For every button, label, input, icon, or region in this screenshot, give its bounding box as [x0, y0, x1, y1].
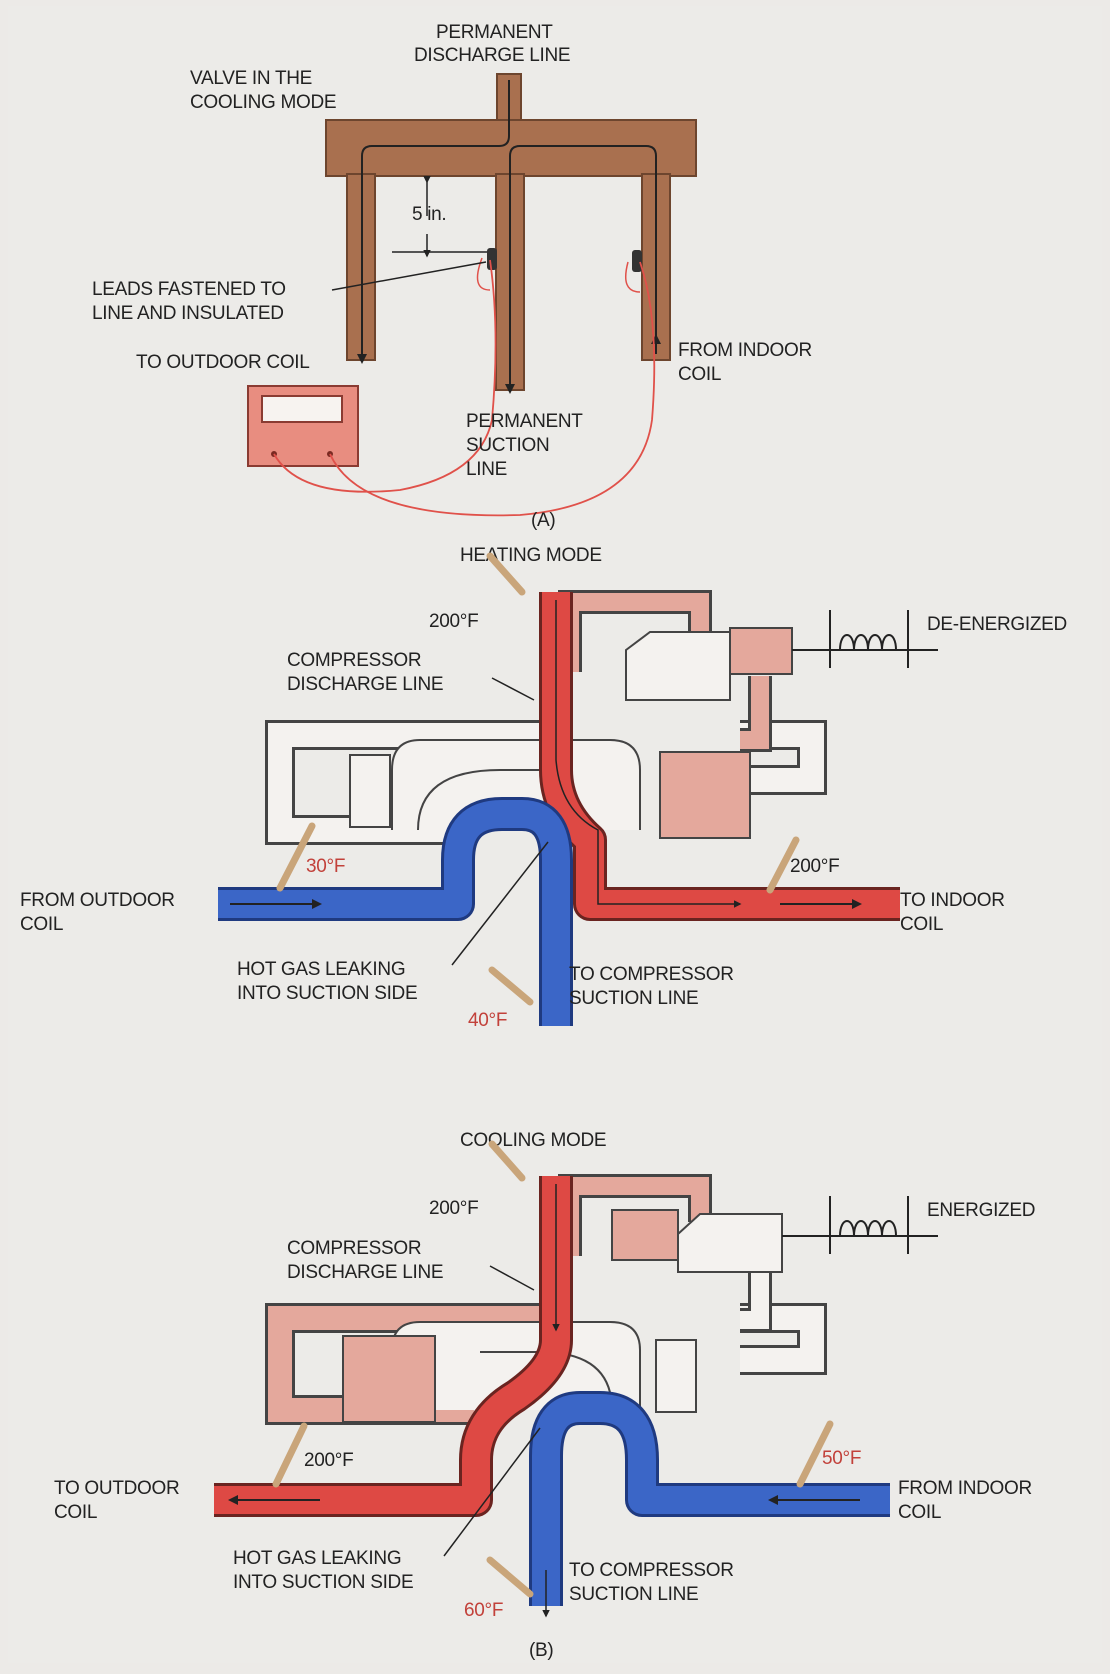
from-outdoor-coil-label-2: COIL: [20, 914, 63, 935]
distance-label: 5 in.: [412, 204, 446, 225]
piston-right: [659, 751, 751, 839]
solenoid-plunger: [611, 1209, 679, 1261]
from-indoor-coil-label-1: FROM INDOOR: [898, 1478, 1032, 1499]
heating-discharge-label-2: DISCHARGE LINE: [287, 674, 443, 695]
cooling-suction-label-1: TO COMPRESSOR: [569, 1560, 734, 1581]
piston-left: [342, 1335, 436, 1423]
heating-outdoor-temp: 30°F: [306, 856, 345, 877]
thermometer-icon: [766, 836, 800, 894]
suction-line-label-1: PERMANENT: [466, 411, 583, 432]
thermometer-icon: [488, 1140, 526, 1182]
flow-arrow-outdoor: [357, 80, 510, 364]
suction-line-label-2: SUCTION: [466, 435, 549, 456]
heating-indoor-temp: 200°F: [790, 856, 839, 877]
cooling-leak-label-1: HOT GAS LEAKING: [233, 1548, 401, 1569]
hot-gas-path-fill: [214, 1176, 570, 1514]
pilot-tube-outer-fill: [268, 723, 540, 842]
hot-gas-path-fill: [542, 592, 900, 918]
cooling-suction-label-2: SUCTION LINE: [569, 1584, 698, 1605]
cooling-discharge-label-1: COMPRESSOR: [287, 1238, 421, 1259]
pilot-tube-right-fill: [740, 723, 824, 792]
discharge-line-label-1: PERMANENT: [436, 22, 553, 43]
heating-suction-label-2: SUCTION LINE: [569, 988, 698, 1009]
diagram-a: 5 in. PERMANENT DISCHARGE LINE VALVE IN …: [92, 22, 812, 531]
leads-label-1: LEADS FASTENED TO: [92, 279, 286, 300]
pilot-drop-pink-fill: [740, 676, 769, 749]
valve-mode-label-2: COOLING MODE: [190, 92, 336, 113]
leak-leader: [443, 1427, 541, 1557]
cooling-title: COOLING MODE: [460, 1130, 606, 1151]
solenoid-body: [625, 631, 731, 701]
to-outdoor-coil-label-1: TO OUTDOOR: [54, 1478, 179, 1499]
to-indoor-coil-label-2: COIL: [900, 914, 943, 935]
cooling-discharge-temp: 200°F: [429, 1198, 478, 1219]
solenoid-body: [677, 1213, 783, 1273]
temperature-sensor-indoor: [632, 250, 642, 272]
thermometer-icon: [486, 552, 526, 596]
discharge-leader: [491, 677, 535, 701]
cooling-leak-label-2: INTO SUCTION SIDE: [233, 1572, 413, 1593]
from-indoor-coil-label-2: COIL: [898, 1502, 941, 1523]
meter-lead-suction: [273, 259, 497, 493]
heating-leak-label-1: HOT GAS LEAKING: [237, 959, 405, 980]
temperature-sensor-suction: [487, 248, 497, 270]
cooling-solenoid-state: ENERGIZED: [927, 1200, 1035, 1221]
to-outdoor-coil-label: TO OUTDOOR COIL: [136, 352, 310, 373]
discharge-leader: [489, 1265, 535, 1291]
heating-title: HEATING MODE: [460, 545, 602, 566]
sensor-insulation: [625, 261, 641, 293]
thermometer-icon: [796, 1420, 834, 1488]
suction-path-fill: [532, 1394, 890, 1606]
heating-leak-label-2: INTO SUCTION SIDE: [237, 983, 417, 1004]
to-indoor-coil-label-1: TO INDOOR: [900, 890, 1005, 911]
from-indoor-coil-label-1: FROM INDOOR: [678, 340, 812, 361]
flow-arrow-suction: [505, 145, 657, 394]
suction-path-fill: [218, 800, 570, 1026]
chamber-slide: [417, 769, 560, 831]
leak-leader: [451, 841, 549, 966]
from-indoor-coil-label-2: COIL: [678, 364, 721, 385]
suction-line-label-3: LINE: [466, 459, 507, 480]
heating-mode-diagram: HEATING MODE: [20, 545, 1067, 1031]
cooling-indoor-temp: 50°F: [822, 1448, 861, 1469]
cooling-outdoor-temp: 200°F: [304, 1450, 353, 1471]
piston-left: [349, 754, 391, 828]
cooling-mode-diagram: COOLING MODE: [54, 1130, 1035, 1661]
thermometer-icon: [272, 1422, 308, 1488]
flow-arrow-hot: [555, 600, 742, 908]
cooling-discharge-label-2: DISCHARGE LINE: [287, 1262, 443, 1283]
thermometer-icon: [488, 966, 534, 1006]
discharge-line-label-2: DISCHARGE LINE: [414, 45, 570, 66]
solenoid-plunger: [729, 627, 793, 675]
heating-discharge-label-1: COMPRESSOR: [287, 650, 421, 671]
solenoid-coil-icon: [839, 634, 897, 651]
valve-mode-label-1: VALVE IN THE: [190, 68, 312, 89]
leads-label-2: LINE AND INSULATED: [92, 303, 284, 324]
solenoid-coil-icon: [839, 1220, 897, 1237]
heating-discharge-temp: 200°F: [429, 611, 478, 632]
piston-right: [655, 1339, 697, 1413]
pilot-drop-white-fill: [740, 1256, 769, 1329]
from-outdoor-coil-label-1: FROM OUTDOOR: [20, 890, 175, 911]
heating-solenoid-state: DE-ENERGIZED: [927, 614, 1067, 635]
thermometer-icon: [276, 822, 316, 892]
thermometer-icon: [486, 1556, 534, 1598]
heating-suction-label-1: TO COMPRESSOR: [569, 964, 734, 985]
meter-lead-indoor: [329, 261, 656, 517]
leads-leader-line: [331, 261, 487, 291]
caption-a: (A): [531, 510, 555, 531]
meter-display: [261, 395, 343, 423]
heating-suction-temp: 40°F: [468, 1010, 507, 1031]
to-outdoor-coil-label-2: COIL: [54, 1502, 97, 1523]
pilot-tube-right-fill: [740, 1306, 824, 1372]
caption-b: (B): [529, 1640, 553, 1661]
cooling-suction-temp: 60°F: [464, 1600, 503, 1621]
